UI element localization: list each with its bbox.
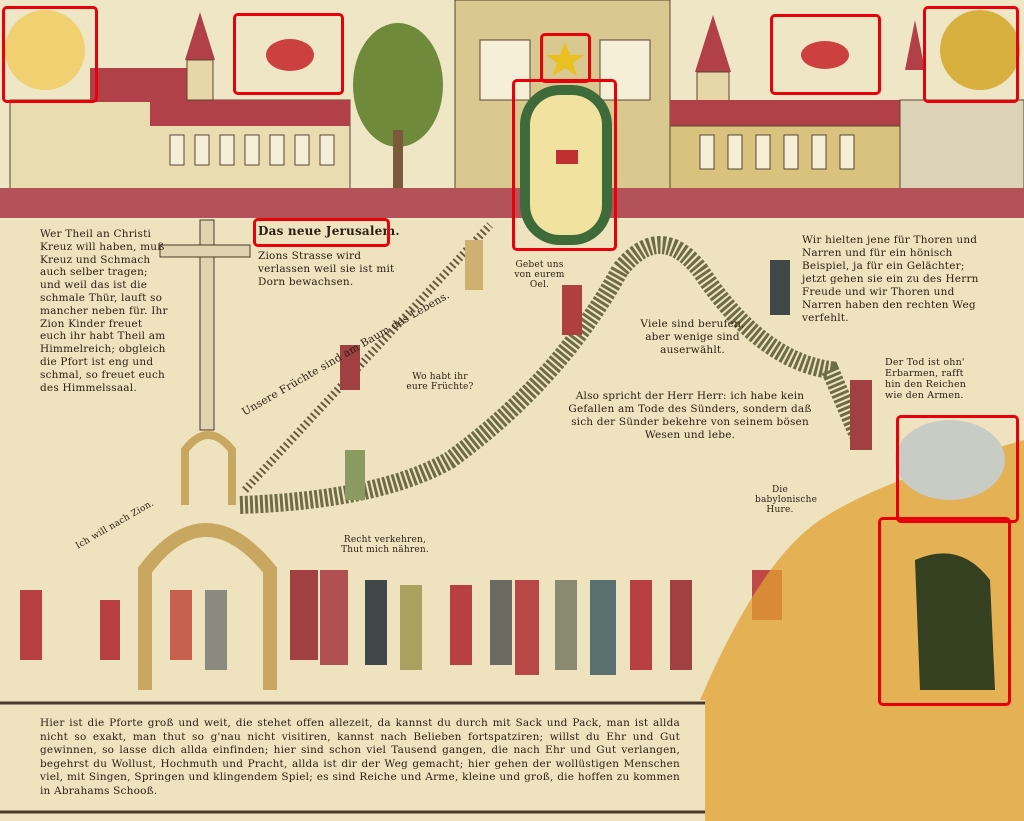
highlight-sun-right — [923, 6, 1019, 103]
zion-street-text: Zions Strasse wird verlassen weil sie is… — [258, 250, 395, 288]
pilgrims — [340, 240, 872, 500]
fools-text: Wir hielten jene für Thoren und Narren u… — [802, 234, 979, 324]
title-label: Das neue Jerusalem. — [258, 224, 400, 238]
narrow-path — [239, 236, 869, 514]
death-text: Der Tod ist ohn' Erbarmen, rafft hin den… — [885, 357, 967, 401]
highlight-cherub — [233, 13, 344, 95]
thorny-stair — [242, 222, 493, 493]
thus-saith-text: Also spricht der Herr Herr: ich habe kei… — [568, 390, 812, 441]
highlight-christ — [512, 79, 617, 251]
narrow-gate — [181, 431, 236, 505]
cherub — [266, 39, 314, 71]
star — [546, 42, 584, 76]
trumpeter — [801, 41, 849, 69]
hell-fire — [700, 440, 1024, 821]
many-called-text: Viele sind berufen, aber wenige sind aus… — [640, 318, 745, 356]
hell-cloud — [895, 420, 1005, 500]
where-fruits-text: Wo habt ihr eure Früchte? — [406, 372, 474, 392]
broad-gate — [138, 523, 277, 690]
cross-verse: Wer Theil an Christi Kreuz will haben, m… — [40, 228, 168, 394]
oil-text: Gebet uns von eurem Oel. — [514, 260, 565, 290]
city-skyline — [0, 0, 1024, 220]
highlight-trumpeter — [770, 14, 881, 95]
highlight-star — [540, 33, 591, 83]
bottom-verse: Hier ist die Pforte groß und weit, die s… — [40, 717, 680, 797]
highlight-title — [253, 218, 390, 247]
sun-left — [5, 10, 85, 90]
sun-right — [940, 10, 1020, 90]
babylon-text: Die babylonische Hure. — [755, 485, 818, 515]
devil — [915, 553, 995, 690]
christ-figure — [520, 85, 612, 245]
highlight-hell-cloud — [896, 415, 1019, 523]
highlight-sun-left — [2, 6, 98, 103]
right-wrong-text: Recht verkehren, Thut mich nähren. — [341, 535, 429, 555]
crowd — [20, 570, 782, 675]
crucifix — [159, 219, 251, 431]
highlight-devil — [878, 517, 1011, 706]
